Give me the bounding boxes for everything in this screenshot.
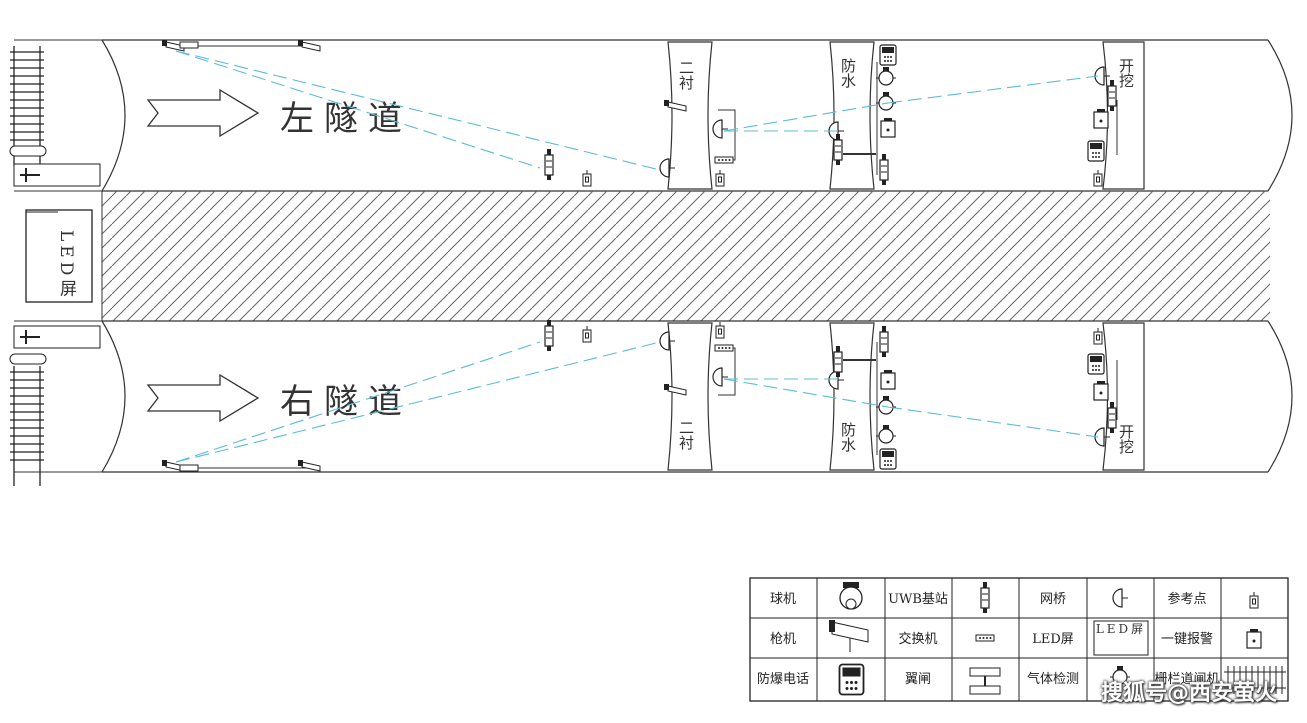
legend-label-uwb: UWB基站 xyxy=(888,592,948,607)
right-bullet-camera-2 xyxy=(297,459,321,472)
right-second-lining xyxy=(667,322,713,471)
legend-label-wing-gate: 翼闸 xyxy=(905,672,931,687)
right-excavation-face xyxy=(1102,322,1145,471)
explosion-proof-phone-icon xyxy=(838,663,865,696)
left-second-lining-label: 二衬 xyxy=(677,60,695,90)
fence-barrier-icon xyxy=(1224,666,1286,694)
right-excavation-label: 开挖 xyxy=(1117,424,1135,454)
right-uwb-1 xyxy=(544,319,554,352)
legend-label-alarm: 一键报警 xyxy=(1161,631,1213,647)
right-ref-point-1 xyxy=(582,325,592,343)
left-second-lining xyxy=(667,41,713,190)
alarm-button-icon xyxy=(1246,628,1262,649)
legend-label-gas: 气体检测 xyxy=(1027,671,1079,687)
left-alarm-1 xyxy=(880,117,896,138)
left-gas-1 xyxy=(875,66,897,86)
left-excavation-label: 开挖 xyxy=(1117,58,1135,88)
left-switch-1 xyxy=(714,156,734,164)
right-gas-1 xyxy=(875,395,897,415)
left-tunnel: 左隧道 二衬 防水 开挖 xyxy=(14,39,1293,192)
right-tunnel-label: 右隧道 xyxy=(280,382,412,422)
left-wireless-links xyxy=(175,50,1099,171)
left-excavation-face xyxy=(1102,41,1145,190)
right-tunnel: 右隧道 二衬 防水 开挖 xyxy=(14,319,1293,473)
right-phone-2 xyxy=(1087,353,1105,375)
legend-label-reference-point: 参考点 xyxy=(1167,591,1206,607)
bullet-camera-icon xyxy=(829,620,869,652)
right-fence-base xyxy=(9,353,47,365)
legend-label-switch: 交换机 xyxy=(898,631,937,647)
left-phone-2 xyxy=(1087,140,1105,162)
right-ref-point-3 xyxy=(1093,327,1103,345)
left-waterproof-label: 防水 xyxy=(839,58,857,88)
legend-label-dome-camera: 球机 xyxy=(770,592,796,607)
right-entrance-switch xyxy=(179,464,199,472)
wing-gate-icon xyxy=(969,667,1001,695)
led-screen xyxy=(25,209,93,303)
right-alarm-1 xyxy=(880,369,896,390)
right-switch-1 xyxy=(714,344,734,352)
right-fence-barrier xyxy=(13,365,41,487)
legend-label-led: LED屏 xyxy=(1032,632,1074,647)
left-ref-point-1 xyxy=(582,169,592,187)
left-uwb-3 xyxy=(879,153,889,186)
left-uwb-1 xyxy=(544,148,554,181)
right-wing-gate xyxy=(13,325,101,349)
led-screen-label: LED屏 xyxy=(56,230,77,300)
watermark: 搜狐号@西安萤火 xyxy=(1100,681,1277,706)
left-ref-point-2 xyxy=(715,169,725,187)
svg-text:LED屏: LED屏 xyxy=(1096,622,1146,636)
legend-table: 球机 UWB基站 网桥 参考点 枪机 交换机 LED屏 LED屏 一键报警 防爆… xyxy=(749,577,1289,702)
right-gas-2 xyxy=(875,424,897,444)
left-phone-1 xyxy=(879,44,897,66)
left-bridge-2 xyxy=(712,119,729,139)
right-uwb-2 xyxy=(879,325,889,358)
right-bridge-2 xyxy=(712,367,729,387)
right-rail-ties xyxy=(10,371,44,461)
dome-camera-icon xyxy=(839,582,863,610)
left-entrance-switch xyxy=(179,41,199,49)
left-gas-2 xyxy=(875,91,897,111)
left-ref-point-3 xyxy=(1093,169,1103,187)
left-rail-ties xyxy=(10,51,44,141)
left-wing-gate xyxy=(13,163,101,187)
legend-label-fence: 栅栏道闸机 xyxy=(1154,672,1219,687)
right-phone-1 xyxy=(879,448,897,470)
left-bullet-camera-2 xyxy=(297,39,321,52)
left-alarm-2 xyxy=(1093,108,1109,129)
left-direction-arrow xyxy=(146,88,260,138)
right-ref-point-2 xyxy=(715,321,725,339)
legend-label-phone: 防爆电话 xyxy=(757,671,809,687)
hatched-pillar xyxy=(102,191,1270,321)
switch-icon xyxy=(975,634,995,642)
right-second-lining-label: 二衬 xyxy=(677,420,695,450)
legend-label-bridge: 网桥 xyxy=(1040,592,1066,607)
legend-label-bullet-camera: 枪机 xyxy=(770,631,796,647)
left-fence-base xyxy=(9,145,47,157)
right-direction-arrow xyxy=(146,373,260,423)
right-waterproof-label: 防水 xyxy=(839,422,857,452)
left-tunnel-label: 左隧道 xyxy=(280,99,412,139)
led-screen-icon: LED屏 xyxy=(1093,620,1149,656)
entrance-area: LED屏 xyxy=(9,45,101,487)
right-alarm-2 xyxy=(1093,380,1109,401)
right-wireless-links xyxy=(175,341,1099,463)
